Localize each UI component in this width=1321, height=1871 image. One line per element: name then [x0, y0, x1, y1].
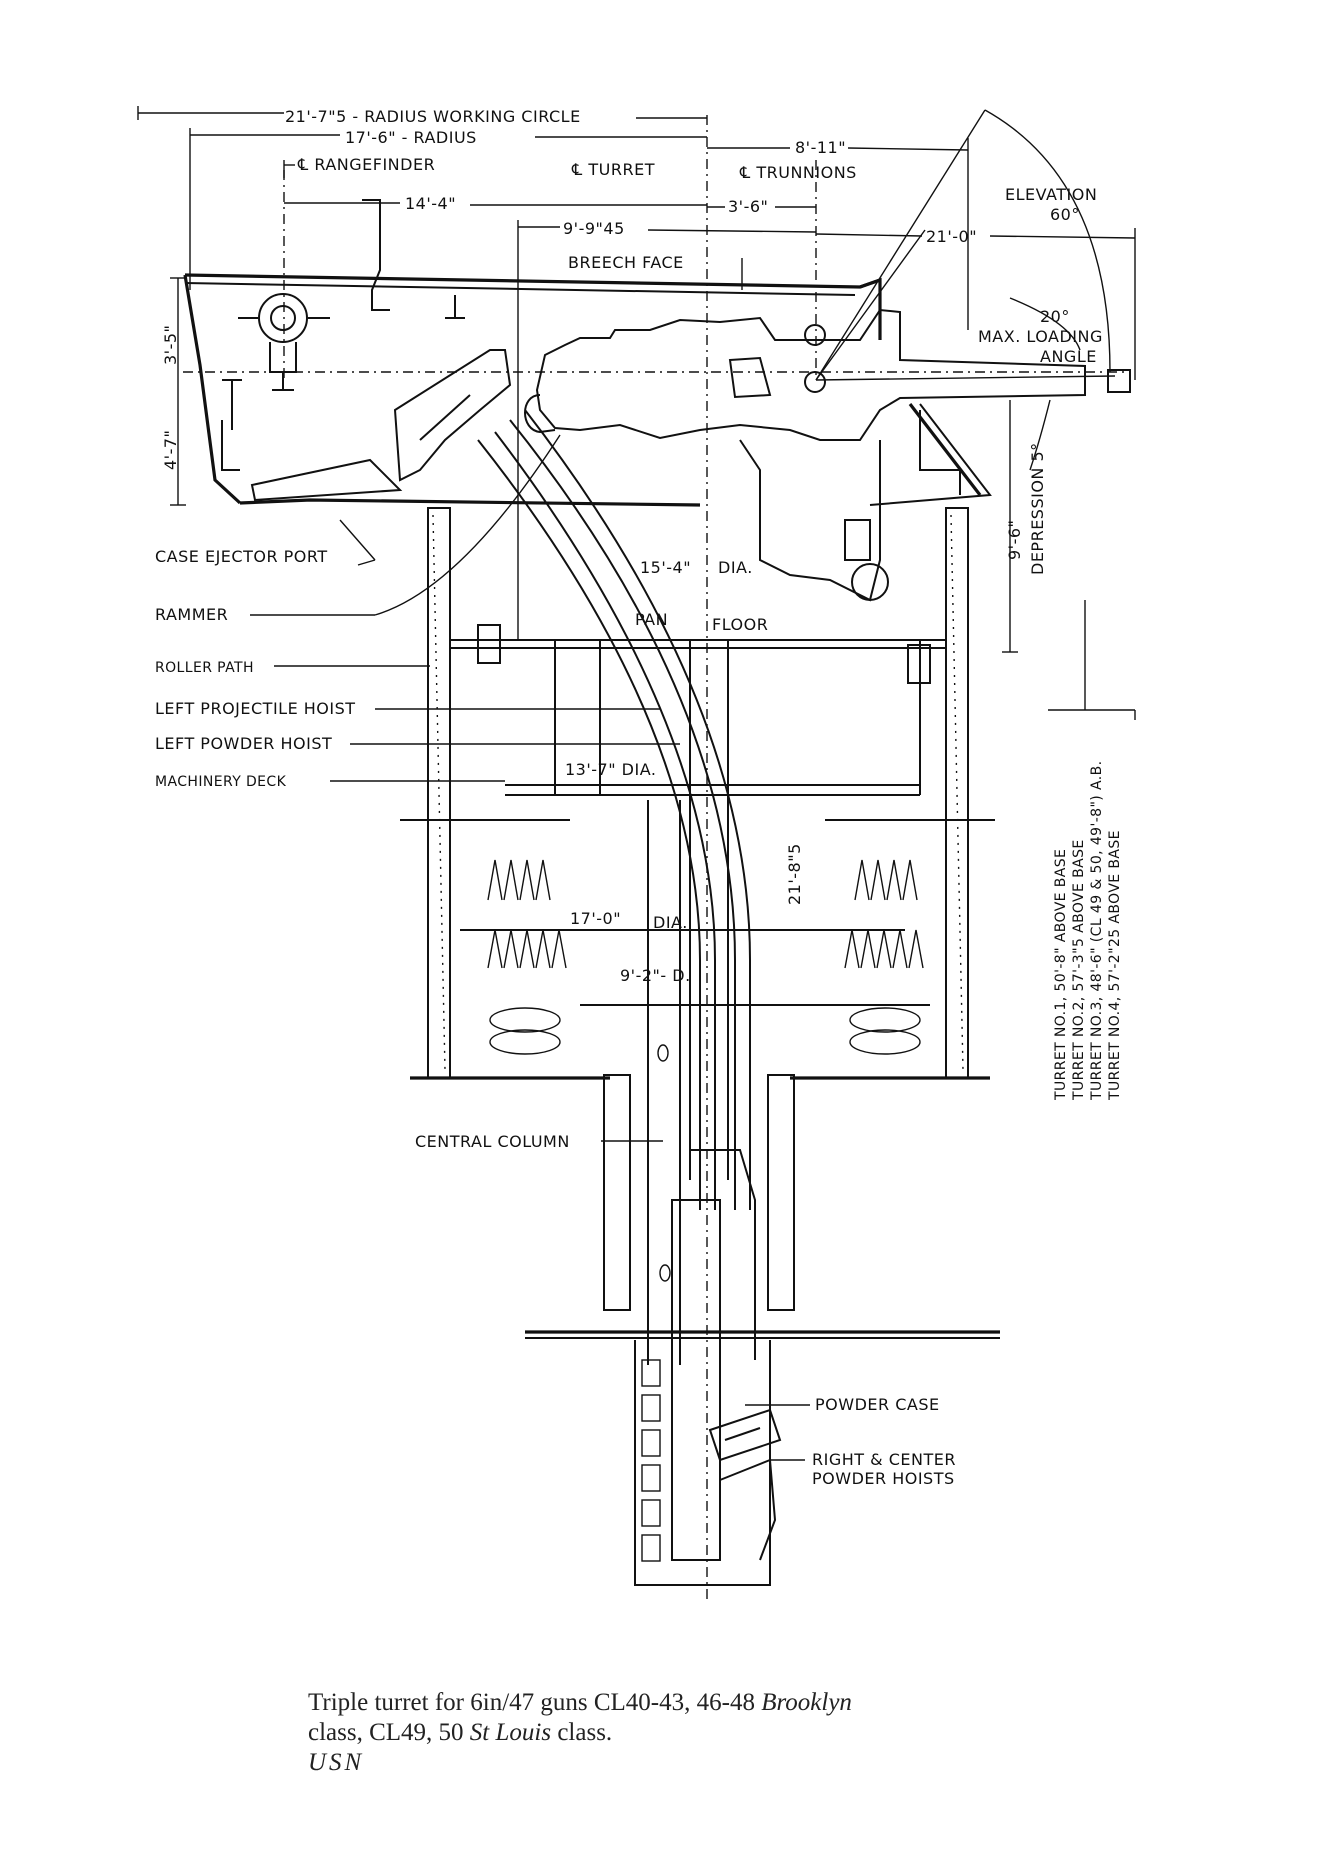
gunhouse — [183, 199, 992, 507]
label-pan: PAN — [635, 610, 668, 629]
gun-assembly — [250, 308, 1131, 602]
label-loading-value: 20° — [1040, 307, 1070, 326]
label-trunnions: ℄ TRUNNIONS — [739, 163, 857, 182]
label-elevation: ELEVATION — [1005, 185, 1097, 204]
turret-height-3: TURRET NO.3, 48'-6" (CL 49 & 50, 49'-8")… — [1089, 761, 1105, 1101]
label-dia-word-2: DIA. — [653, 913, 688, 932]
label-dim-14-4: 14'-4" — [405, 194, 456, 213]
barbette-walls — [400, 409, 1000, 1586]
label-right-center-1: RIGHT & CENTER — [812, 1450, 956, 1469]
label-dim-3-5: 3'-5" — [161, 325, 180, 365]
label-left-powder-hoist: LEFT POWDER HOIST — [155, 734, 332, 753]
caption-credit: USN — [308, 1749, 365, 1776]
label-dim-4-7: 4'-7" — [161, 430, 180, 470]
hoist-slots — [641, 1359, 661, 1562]
dimension-labels: 21'-7"5 - RADIUS WORKING CIRCLE 17'-6" -… — [161, 107, 1103, 985]
centerlines — [183, 115, 1125, 1600]
projectile-stowage — [487, 859, 924, 1055]
label-dia-17-0: 17'-0" — [570, 909, 621, 928]
label-angle: ANGLE — [1040, 347, 1097, 366]
component-labels: CASE EJECTOR PORT RAMMER ROLLER PATH LEF… — [155, 547, 956, 1488]
label-dim-8-11: 8'-11" — [795, 138, 846, 157]
caption-line-1: Triple turret for 6in/47 guns CL40-43, 4… — [308, 1689, 852, 1716]
label-powder-case: POWDER CASE — [815, 1395, 940, 1414]
label-right-center-2: POWDER HOISTS — [812, 1469, 955, 1488]
label-dim-21-0: 21'-0" — [926, 227, 977, 246]
label-radius-working-circle: 21'-7"5 - RADIUS WORKING CIRCLE — [285, 107, 581, 126]
leader-lines — [250, 434, 810, 1461]
label-left-projectile-hoist: LEFT PROJECTILE HOIST — [155, 699, 356, 718]
turret-height-2: TURRET NO.2, 57'-3"5 ABOVE BASE — [1071, 839, 1087, 1101]
label-dia-15-4: 15'-4" — [640, 558, 691, 577]
label-case-ejector-port: CASE EJECTOR PORT — [155, 547, 328, 566]
label-dia-word: DIA. — [718, 558, 753, 577]
label-dim-9-6: 9'-6" — [1005, 520, 1024, 560]
label-turret: ℄ TURRET — [571, 160, 655, 179]
label-dim-21-8-5: 21'-8"5 — [785, 843, 804, 905]
label-dim-9-9-45: 9'-9"45 — [563, 219, 625, 238]
label-rammer: RAMMER — [155, 605, 228, 624]
turret-height-1: TURRET NO.1, 50'-8" ABOVE BASE — [1053, 849, 1069, 1101]
label-elevation-value: 60° — [1050, 205, 1080, 224]
caption-line-2: class, CL49, 50 St Louis class. — [308, 1719, 613, 1746]
label-breech-face: BREECH FACE — [568, 253, 684, 272]
label-rangefinder: ℄ RANGEFINDER — [297, 155, 435, 174]
label-dim-3-6: 3'-6" — [728, 197, 768, 216]
label-roller-path: ROLLER PATH — [155, 660, 254, 676]
label-central-column: CENTRAL COLUMN — [415, 1132, 570, 1151]
label-depression: DEPRESSION 5° — [1028, 442, 1047, 575]
label-dia-13-7: 13'-7" DIA. — [565, 760, 656, 779]
label-dim-9-2: 9'-2"- D. — [620, 966, 691, 985]
figure-caption: Triple turret for 6in/47 guns CL40-43, 4… — [308, 1688, 1088, 1778]
dimension-lines — [137, 106, 1136, 720]
label-max-loading: MAX. LOADING — [978, 327, 1103, 346]
label-machinery-deck: MACHINERY DECK — [155, 774, 287, 790]
turret-height-4: TURRET NO.4, 57'-2"25 ABOVE BASE — [1107, 830, 1123, 1101]
label-floor: FLOOR — [712, 615, 768, 634]
label-radius-17: 17'-6" - RADIUS — [345, 128, 477, 147]
turret-heights: TURRET NO.1, 50'-8" ABOVE BASE TURRET NO… — [1053, 761, 1123, 1101]
